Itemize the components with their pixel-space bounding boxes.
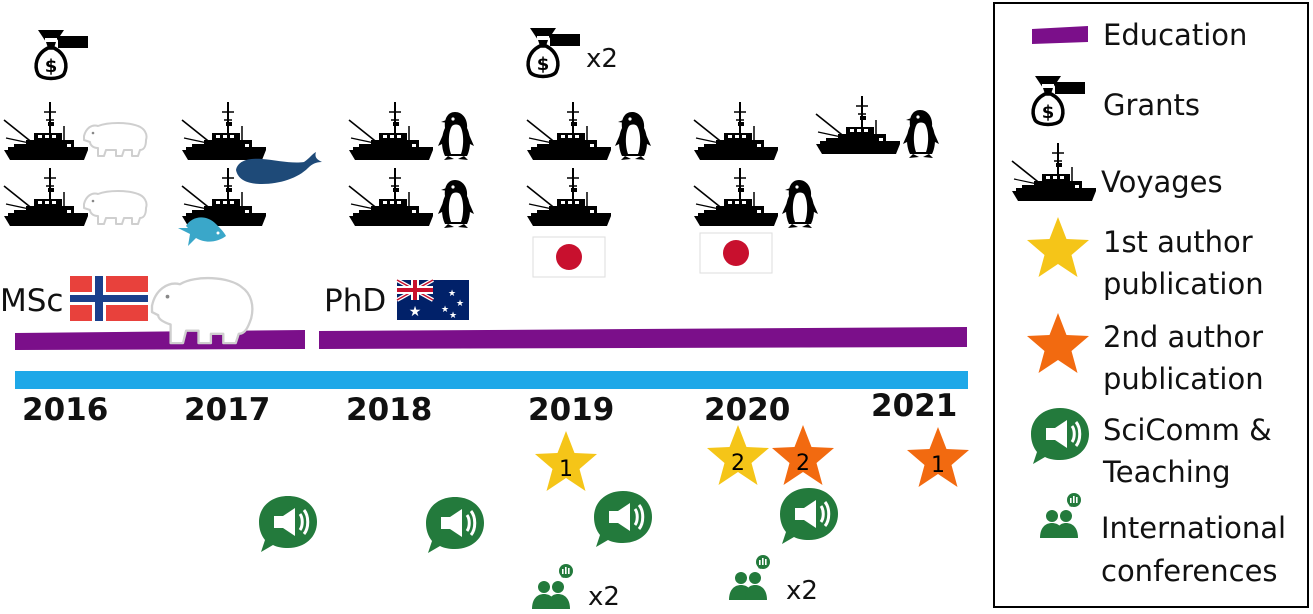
scicomm-megaphone-icon (778, 486, 840, 546)
legend-label-first-author-2: publication (1103, 267, 1264, 301)
first-author-star: 1 (535, 431, 597, 491)
legend-label-teaching: Teaching (1103, 455, 1231, 489)
education-bar-msc (15, 330, 305, 350)
japan-flag-icon (532, 236, 606, 278)
education-label-phd: PhD (324, 283, 387, 319)
ship-icon (693, 167, 779, 227)
conferences-multiplier: x2 (786, 576, 818, 606)
conferences-multiplier: x2 (588, 582, 620, 612)
first-author-star: 2 (707, 425, 769, 485)
year-label: 2019 (528, 392, 615, 428)
japan-flag-icon (699, 232, 773, 274)
legend-label-conferences-2: conferences (1101, 554, 1278, 588)
svg-text:★: ★ (448, 289, 456, 299)
ship-icon (3, 167, 89, 227)
grant-icon (34, 28, 90, 81)
legend-label-grants: Grants (1103, 88, 1201, 122)
legend-label-second-author: 2nd author (1103, 320, 1264, 354)
legend-label-first-author: 1st author (1103, 225, 1253, 259)
education-bar-phd (319, 327, 967, 349)
ship-icon (815, 95, 901, 155)
polar-bear-large-icon (150, 276, 254, 345)
second-author-star: 2 (772, 425, 834, 485)
legend-label-education: Education (1103, 18, 1248, 52)
legend (993, 2, 1309, 608)
ship-icon (693, 101, 779, 161)
svg-text:1: 1 (559, 457, 573, 482)
legend-label-second-author-2: publication (1103, 362, 1264, 396)
svg-text:★: ★ (449, 311, 457, 321)
conference-people-icon (729, 555, 770, 600)
polar-bear-icon (83, 122, 148, 157)
year-label: 2017 (184, 392, 271, 428)
svg-text:2: 2 (731, 451, 745, 476)
svg-text:1: 1 (931, 453, 945, 478)
ship-icon (348, 101, 434, 161)
ship-icon (3, 101, 89, 161)
education-label-msc: MSc (0, 283, 64, 319)
scicomm-megaphone-icon (257, 494, 319, 554)
ship-icon (526, 101, 612, 161)
svg-text:2: 2 (796, 451, 810, 476)
svg-text:★: ★ (441, 305, 449, 315)
norway-flag-icon (70, 276, 148, 321)
ship-icon (348, 167, 434, 227)
penguin-icon (782, 180, 818, 228)
legend-education-swatch (1032, 26, 1088, 44)
legend-label-voyages: Voyages (1101, 165, 1223, 199)
penguin-icon (438, 180, 474, 228)
timeline-bar (15, 371, 968, 389)
legend-label-conferences: International (1101, 511, 1287, 545)
year-label: 2020 (704, 392, 791, 428)
scicomm-megaphone-icon (424, 495, 486, 555)
year-label: 2016 (22, 392, 109, 428)
penguin-icon (438, 112, 474, 160)
ship-icon (181, 101, 267, 161)
year-label: 2018 (346, 392, 433, 428)
ship-icon (526, 167, 612, 227)
scicomm-megaphone-icon (592, 489, 654, 549)
penguin-icon (615, 112, 651, 160)
second-author-star: 1 (907, 427, 969, 487)
svg-text:★: ★ (456, 299, 464, 309)
legend-label-scicomm: SciComm & (1103, 413, 1272, 447)
conference-people-icon (532, 564, 573, 609)
penguin-icon (903, 110, 939, 158)
polar-bear-icon (83, 190, 148, 225)
svg-text:★: ★ (409, 304, 422, 320)
grant-icon (526, 26, 582, 79)
year-label: 2021 (871, 388, 958, 424)
australia-flag-icon: ★ ★ ★ ★ ★ (396, 278, 469, 321)
grants-multiplier: x2 (586, 44, 618, 74)
